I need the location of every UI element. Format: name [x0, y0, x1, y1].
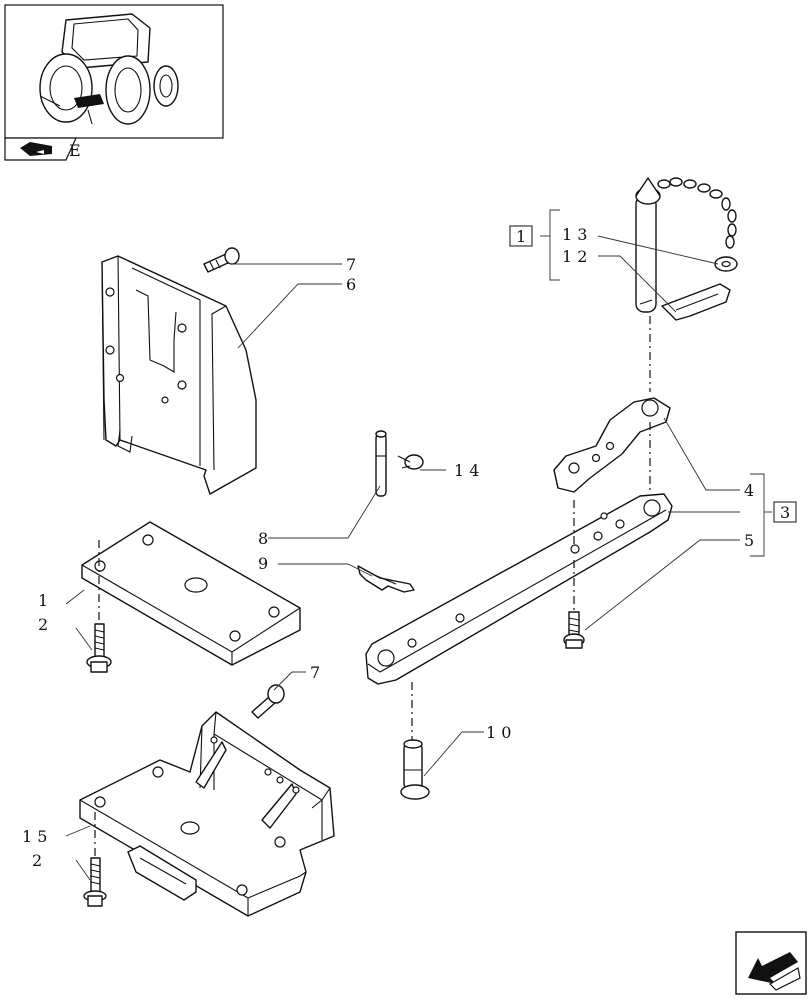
kit-3-label: 3	[780, 503, 790, 522]
part-10-pin	[400, 739, 430, 800]
part-5-bolt	[563, 611, 585, 649]
callout-7-upper: 7	[346, 255, 356, 274]
part-14-clip	[397, 454, 424, 470]
callout-14: 1 4	[454, 461, 479, 480]
part-top-pin-with-chain	[635, 177, 737, 313]
part-15-hitch-bracket	[79, 711, 335, 917]
callout-15: 1 5	[22, 827, 47, 846]
part-2-bolt-lower	[83, 857, 107, 907]
part-1-plate	[81, 521, 301, 666]
part-7-bolt-upper	[203, 247, 240, 273]
previous-page-arrow-icon	[748, 952, 801, 991]
part-6-bracket	[101, 255, 257, 495]
part-2-bolt-upper	[86, 623, 112, 673]
book-arrow-icon	[20, 142, 52, 156]
tractor-rear-view-icon	[39, 13, 179, 125]
part-12-linch-clip	[661, 283, 731, 321]
part-7-bolt-lower	[251, 684, 285, 719]
callout-7-lower: 7	[310, 663, 320, 682]
kit-1-label: 1	[516, 227, 526, 246]
chain	[657, 177, 737, 249]
part-8-pin	[375, 430, 387, 497]
tractor-thumbnail: E	[4, 4, 224, 161]
callout-6: 6	[346, 275, 356, 294]
callout-2-lower: 2	[32, 851, 42, 870]
callout-13: 1 3	[562, 225, 587, 244]
callout-9: 9	[258, 554, 268, 573]
callout-labels: 7 6 1 2 8 9 1 4 7 1 5 2 1 0 5 4 1 3 1 2 …	[22, 225, 797, 870]
thumbnail-tab-letter: E	[69, 141, 81, 160]
kit-box-1: 1	[509, 225, 533, 247]
part-3-lower-link-arm	[365, 493, 673, 685]
part-13-washer	[714, 256, 738, 272]
callout-12: 1 2	[562, 247, 587, 266]
callout-4: 4	[744, 481, 754, 500]
callout-5: 5	[744, 531, 754, 550]
leader-lines	[65, 209, 772, 881]
previous-page-arrow-button[interactable]	[735, 931, 807, 995]
callout-2-upper: 2	[38, 615, 48, 634]
part-4-cranked-link	[553, 397, 671, 493]
callout-1: 1	[38, 591, 48, 610]
callout-8: 8	[258, 529, 268, 548]
part-9-r-clip	[357, 565, 415, 593]
kit-box-3: 3	[773, 501, 797, 523]
callout-10: 1 0	[486, 723, 511, 742]
